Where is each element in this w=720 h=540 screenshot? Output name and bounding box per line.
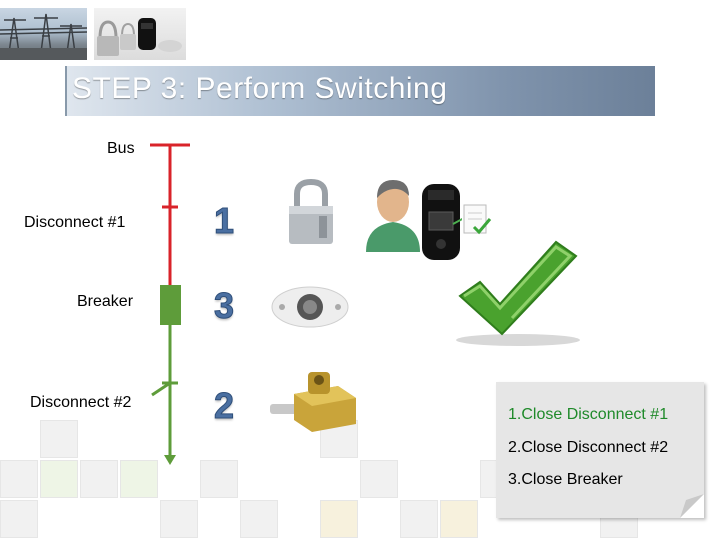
switching-steps-note: 1.Close Disconnect #1 2.Close Disconnect…: [496, 382, 704, 518]
checkmark-icon: [452, 238, 584, 348]
checklist-icon: [462, 203, 492, 237]
bus-label: Bus: [107, 140, 135, 158]
one-line-diagram: [150, 135, 210, 470]
page-title: STEP 3: Perform Switching: [72, 72, 447, 106]
note-item-1: 1.Close Disconnect #1: [508, 406, 668, 424]
step-number-disconnect1: 1: [214, 200, 234, 242]
breaker-label: Breaker: [77, 293, 133, 311]
disconnect1-label: Disconnect #1: [24, 214, 125, 232]
disconnect2-blade: [152, 383, 170, 395]
note-item-3: 3.Close Breaker: [508, 471, 623, 489]
lock-device-icon: [270, 282, 350, 332]
breaker-symbol: [160, 285, 181, 325]
arrow-down: [164, 455, 176, 465]
padlock-icon: [285, 178, 337, 248]
lockout-devices-photo: [94, 8, 186, 60]
person-icon: [362, 174, 424, 252]
page-curl-icon: [680, 494, 704, 518]
brass-lock-block-icon: [268, 368, 360, 436]
note-item-2: 2.Close Disconnect #2: [508, 439, 668, 457]
disconnect2-label: Disconnect #2: [30, 394, 131, 412]
substation-photo: [0, 8, 87, 60]
step-number-disconnect2: 2: [214, 385, 234, 427]
step-number-breaker: 3: [214, 285, 234, 327]
